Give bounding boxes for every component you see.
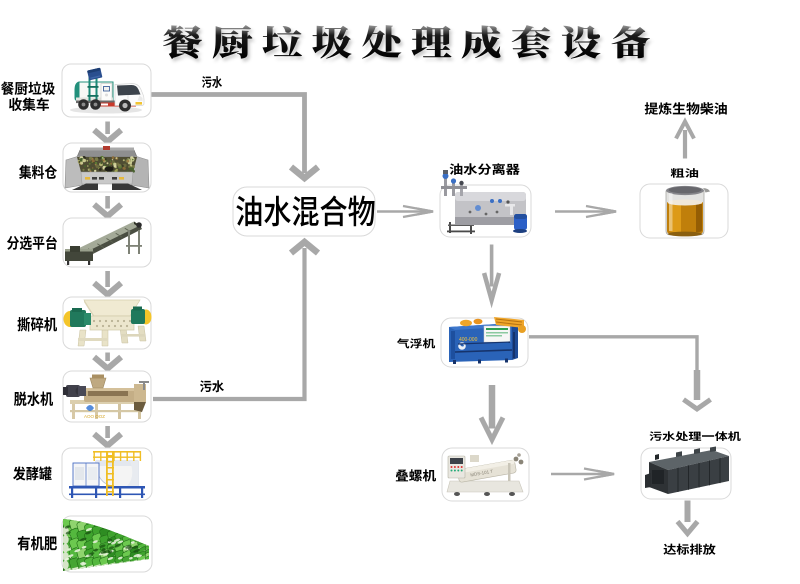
svg-text:MDS-101 T: MDS-101 T [470,469,494,478]
svg-text:AOO OOZ: AOO OOZ [84,414,105,419]
svg-text:400-000: 400-000 [459,337,478,343]
